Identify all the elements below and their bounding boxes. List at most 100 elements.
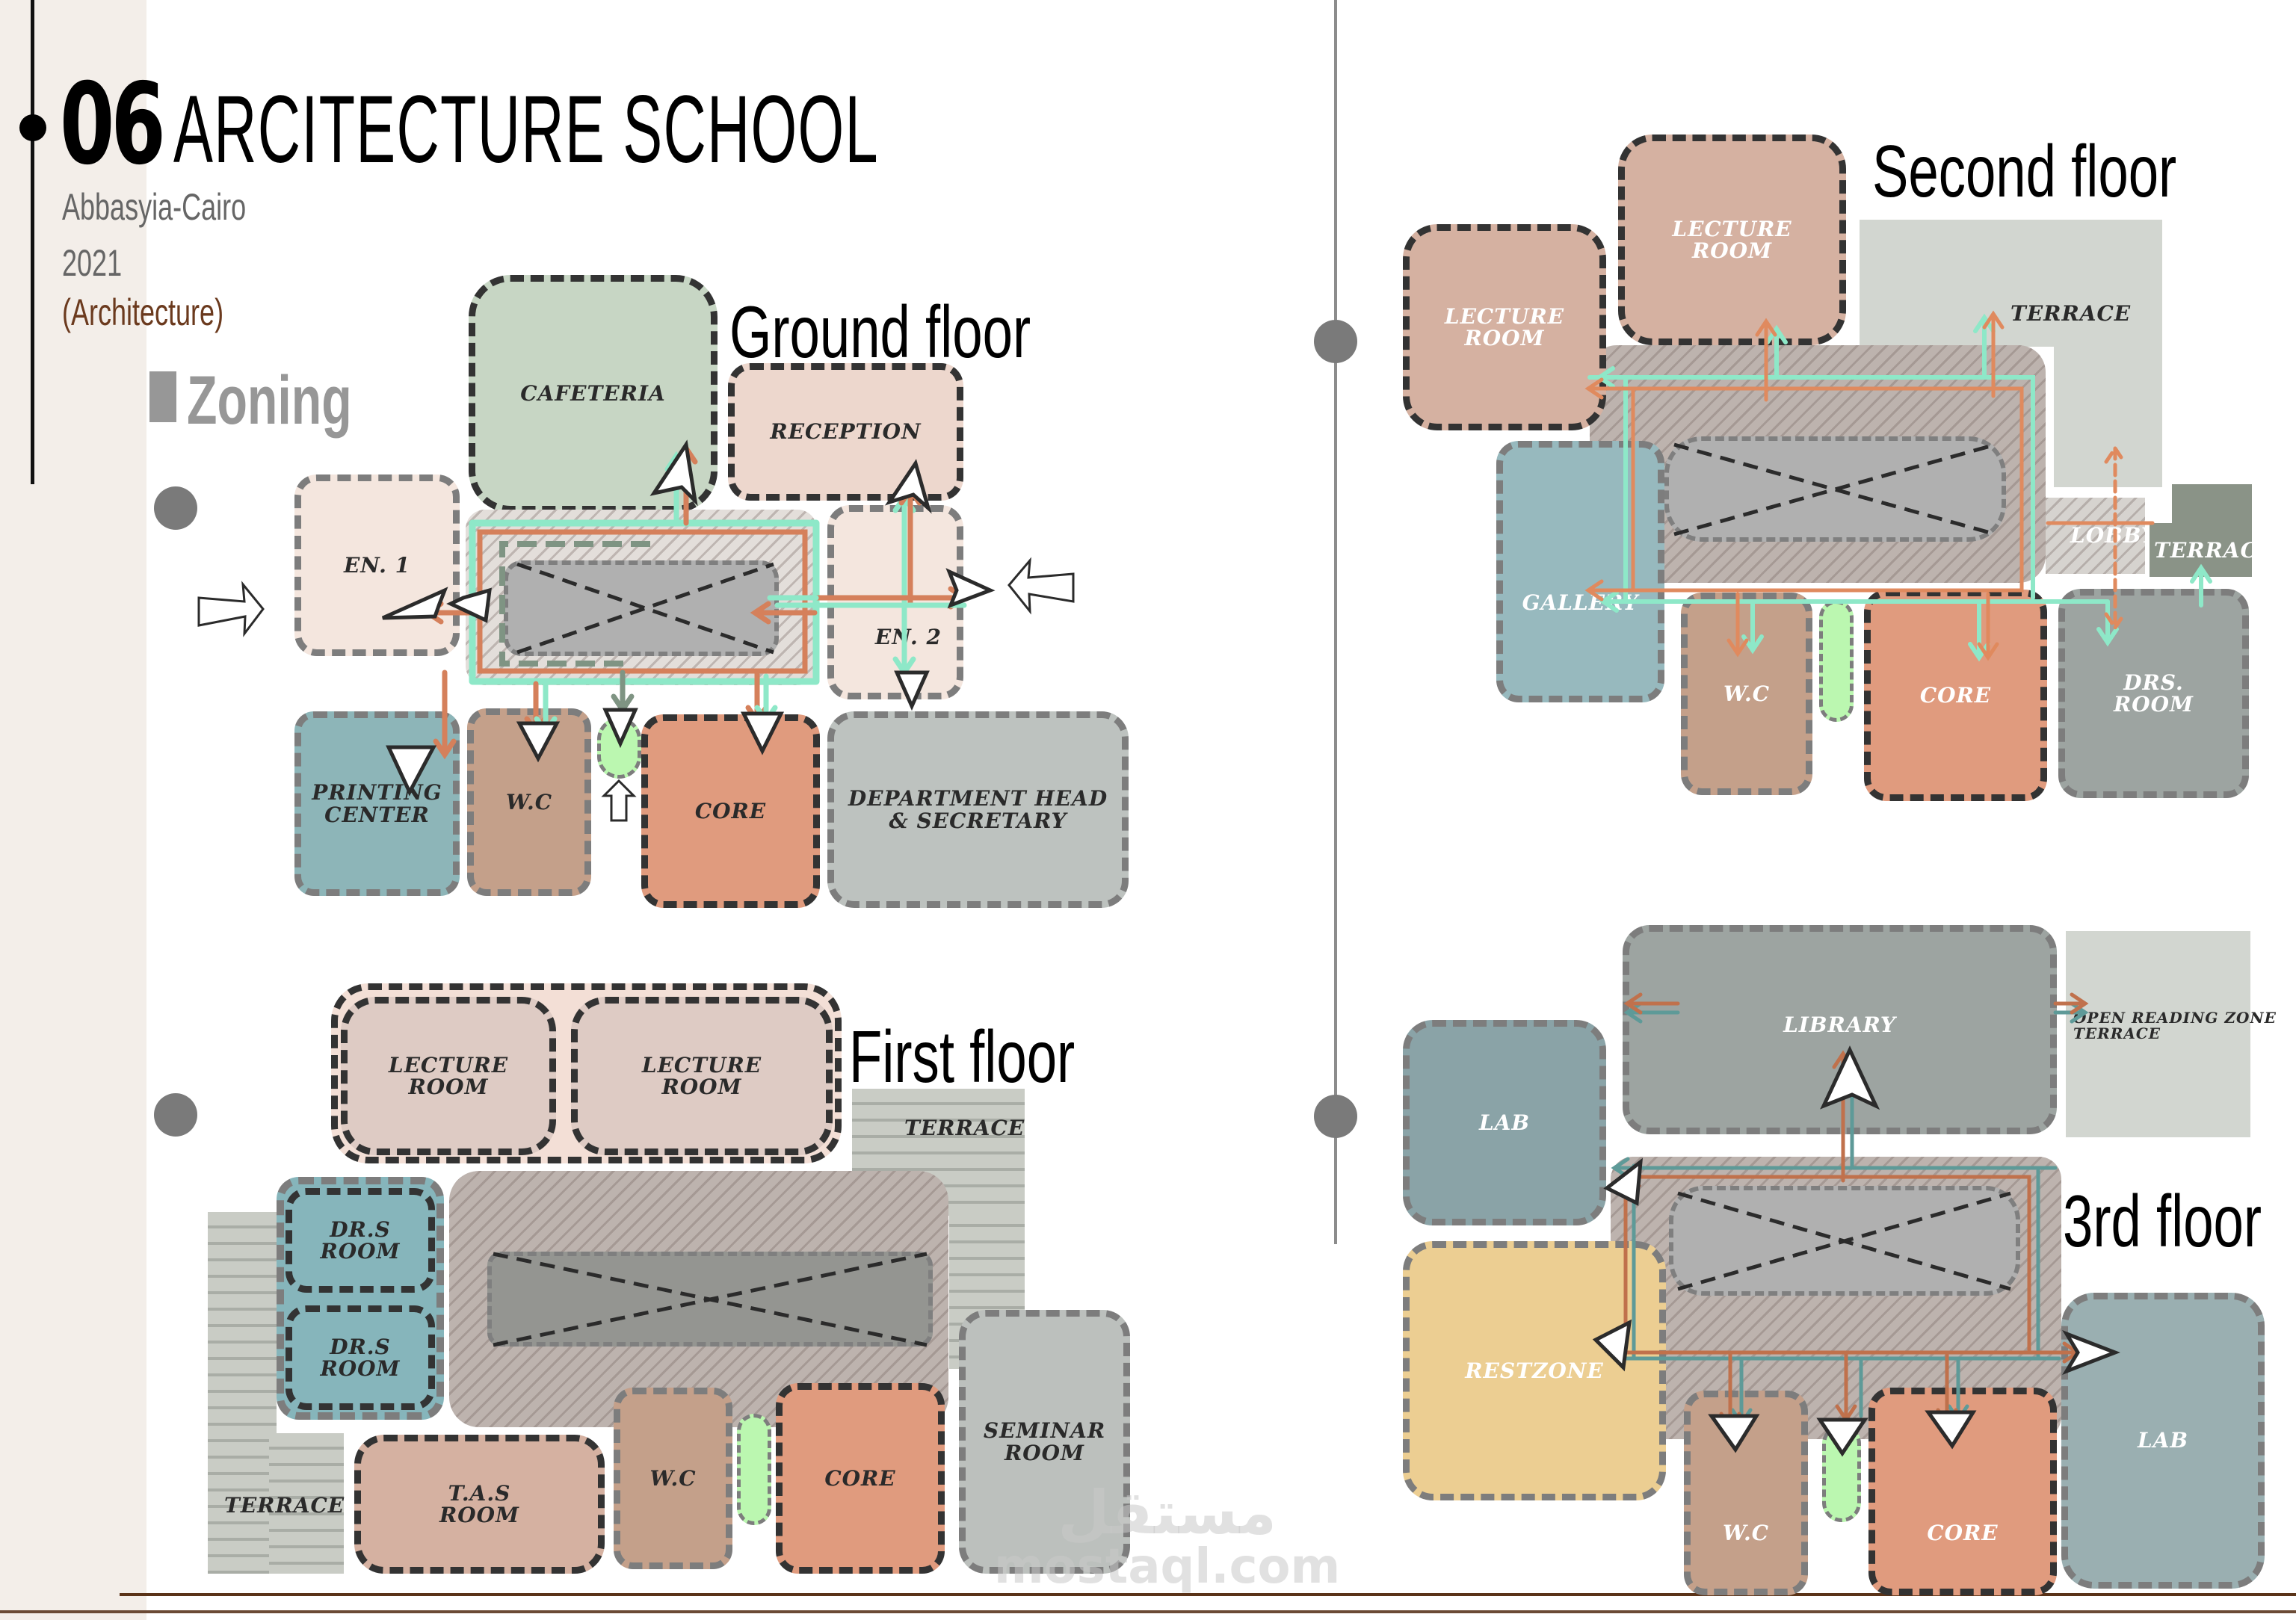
zone-lecture-room-1: Lecture Room [1403, 224, 1606, 430]
zone-entrance-2: EN. 2 [827, 505, 963, 699]
zone-label: Core [1919, 682, 1992, 708]
terrace-left-label: Terrace [224, 1493, 345, 1518]
zone-core: Core [1868, 1388, 2057, 1595]
zone-drs-room-2: Dr.s Room [286, 1305, 435, 1410]
section-marker-square [149, 371, 176, 422]
zone-lab-left: Lab [1403, 1020, 1606, 1225]
third-atrium-void [1669, 1186, 2020, 1296]
zone-label: Lab [2137, 1428, 2189, 1453]
zone-entrance-1: EN. 1 [294, 474, 460, 656]
zone-wc: W.C [1684, 1391, 1808, 1595]
zone-department-head: Department Head & Secretary [827, 711, 1129, 908]
zone-library: Library [1623, 925, 2057, 1134]
zone-open-reading-terrace [2066, 931, 2250, 1137]
terrace-left-upper [208, 1212, 277, 1574]
ground-floor-bullet-dot [154, 486, 197, 530]
zone-label: W.C [1723, 681, 1771, 706]
zone-lecture-room-2: Lecture Room [571, 997, 833, 1155]
zone-core: Core [641, 714, 820, 908]
zone-label: Printing Center [312, 780, 442, 827]
zone-lab-right: Lab [2061, 1293, 2265, 1589]
core-entry-arrow-icon [601, 779, 637, 822]
zone-tas-room: T.A.s Room [354, 1435, 605, 1574]
watermark-arabic: مستقل [1058, 1478, 1277, 1548]
zone-seminar-room: Seminar Room [959, 1310, 1130, 1574]
zone-green-element [1819, 600, 1854, 722]
title-timeline-line [31, 0, 34, 484]
zone-label: Cafeteria [520, 381, 666, 406]
zone-reception: Reception [728, 363, 963, 501]
zone-drs-room: Drs. Room [2058, 589, 2249, 798]
section-heading: Zoning [187, 362, 352, 439]
zone-green-element [597, 717, 641, 779]
open-reading-label: Open reading zone Terrace [2073, 1009, 2277, 1042]
first-floor-bullet-dot [154, 1093, 197, 1137]
zone-core: Core [1864, 590, 2047, 801]
second-floor-title: Second floor [1872, 130, 2177, 212]
project-location: Abbasyia-Cairo [62, 186, 247, 228]
zone-wc: W.C [1681, 593, 1812, 795]
project-category: (Architecture) [62, 291, 224, 333]
zone-green-element [1822, 1424, 1861, 1522]
zone-label: Core [824, 1465, 896, 1491]
left-margin-strip [0, 0, 146, 1620]
watermark: مستقل mostaql.com [994, 1478, 1340, 1592]
terrace-small-label: Terrace [2154, 538, 2275, 563]
entrance-2-arrow-icon [1007, 557, 1075, 615]
zone-label: Restzone [1465, 1358, 1604, 1383]
project-year: 2021 [62, 242, 123, 284]
zone-label: W.C [505, 789, 553, 814]
project-title: ARCITECTURE SCHOOL [173, 76, 879, 183]
page-divider-line [1334, 0, 1337, 1244]
zone-label: EN. 2 [874, 624, 942, 649]
zone-restzone: Restzone [1403, 1241, 1666, 1500]
terrace-left-lower [269, 1433, 344, 1574]
watermark-latin: mostaql.com [994, 1539, 1341, 1595]
zone-label: Lecture Room [1444, 303, 1565, 350]
terrace-main-label: Terrace [2010, 301, 2132, 326]
first-atrium-void [487, 1252, 933, 1347]
terrace-right-label: Terrace [904, 1116, 1025, 1140]
zone-label: Gallery [1522, 590, 1639, 615]
zone-label: Reception [770, 419, 922, 445]
zone-label: Library [1783, 1012, 1896, 1037]
ground-atrium-void [504, 560, 779, 656]
zone-green-element [737, 1414, 771, 1525]
terrace-main-top [1860, 220, 2162, 347]
zone-label: Seminar Room [983, 1418, 1106, 1465]
zone-label: T.A.s Room [439, 1480, 520, 1527]
zone-label: Dr.s Room [320, 1216, 401, 1264]
zone-label: W.C [649, 1465, 697, 1491]
footer-rule-top [120, 1593, 2296, 1596]
zone-label: Core [694, 798, 767, 823]
title-bullet-dot [19, 114, 46, 141]
zone-gallery: Gallery [1496, 441, 1664, 702]
zone-lecture-room-2: Lecture Room [1618, 135, 1846, 345]
terrace-small-step [2150, 523, 2187, 577]
zone-label: Lecture Room [388, 1052, 509, 1099]
first-floor-title: First floor [849, 1015, 1076, 1098]
zone-label: Dr.s Room [320, 1334, 401, 1381]
zone-label: Lab [1478, 1110, 1531, 1135]
zone-wc: W.C [467, 708, 591, 896]
zone-label: W.C [1722, 1520, 1770, 1545]
third-floor-title: 3rd floor [2063, 1180, 2262, 1262]
zone-cafeteria: Cafeteria [469, 275, 718, 513]
second-atrium-void [1664, 436, 2006, 542]
zone-drs-room-1: Dr.s Room [286, 1188, 435, 1293]
lobby-label: Lobby [2070, 523, 2157, 548]
ground-floor-title: Ground floor [729, 291, 1031, 373]
zone-label: Lecture Room [641, 1052, 762, 1099]
zone-label: Drs. Room [2113, 670, 2194, 717]
zone-printing-center: Printing Center [294, 711, 460, 896]
zone-label: Core [1927, 1520, 1999, 1545]
zone-label: Department Head & Secretary [848, 786, 1108, 833]
zone-core: Core [776, 1383, 945, 1574]
footer-rule-bottom [0, 1610, 2296, 1613]
entrance-1-arrow-icon [197, 581, 265, 637]
zone-label: Lecture Room [1672, 216, 1792, 263]
project-number: 06 [60, 60, 166, 190]
zone-label: EN. 1 [343, 552, 411, 578]
zone-lecture-room-1: Lecture Room [341, 997, 556, 1155]
terrace-main-side [2054, 344, 2162, 487]
